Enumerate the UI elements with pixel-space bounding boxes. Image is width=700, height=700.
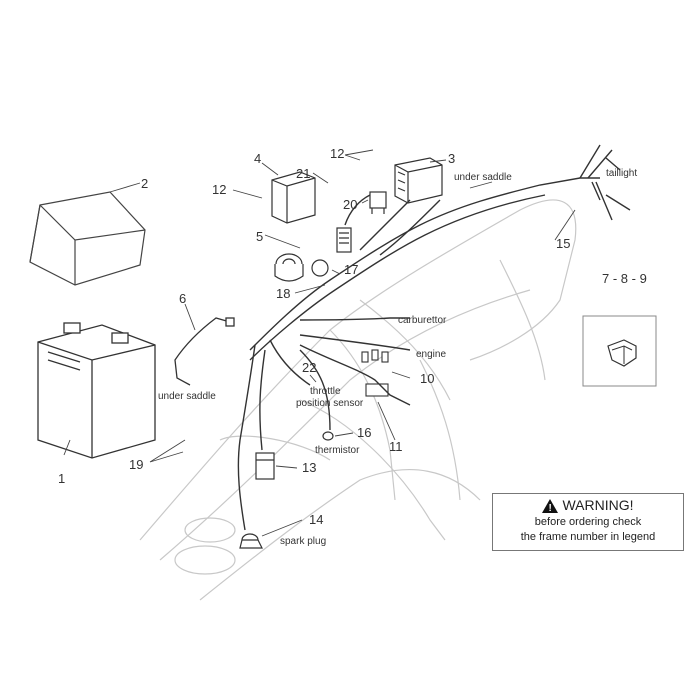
callout-11: 11 — [389, 439, 403, 454]
label-under-saddle-top: under saddle — [454, 172, 512, 183]
battery-cover — [29, 191, 146, 286]
callout-13: 13 — [302, 460, 316, 475]
label-carburettor: carburettor — [398, 315, 447, 326]
callout-1: 1 — [58, 471, 65, 486]
callout-3: 3 — [448, 151, 455, 166]
callout-17: 17 — [344, 262, 358, 277]
main-connector — [336, 227, 352, 253]
callout-12-top: 12 — [330, 146, 344, 161]
warning-title: WARNING! — [493, 497, 683, 516]
callout-numbers: 1 2 3 4 5 6 7 - 8 - 9 10 11 12 12 13 14 … — [58, 146, 647, 527]
callout-4: 4 — [254, 151, 261, 166]
callout-18: 18 — [276, 286, 290, 301]
callout-6: 6 — [179, 291, 186, 306]
label-taillight: taillight — [606, 168, 637, 179]
label-throttle: throttle — [310, 386, 341, 397]
spark-plug-cap — [239, 533, 263, 549]
callout-10: 10 — [420, 371, 434, 386]
callout-20: 20 — [343, 197, 357, 212]
label-spark-plug: spark plug — [280, 536, 326, 547]
callout-14: 14 — [309, 512, 323, 527]
thermistor — [322, 431, 334, 441]
ignition-coil — [255, 452, 275, 480]
ignition-switch — [274, 253, 329, 282]
warning-line-2: the frame number in legend — [520, 531, 656, 543]
callout-19: 19 — [129, 457, 143, 472]
label-engine: engine — [416, 349, 446, 360]
callout-21: 21 — [296, 166, 310, 181]
callout-2: 2 — [141, 176, 148, 191]
control-unit — [271, 171, 316, 224]
voltage-regulator — [394, 157, 443, 204]
frame-outline — [139, 199, 577, 601]
sensor-cable — [174, 317, 235, 386]
main-wiring-harness — [237, 144, 631, 531]
callout-15: 15 — [556, 236, 570, 251]
callout-12-left: 12 — [212, 182, 226, 197]
callout-16: 16 — [357, 425, 371, 440]
callout-22: 22 — [302, 360, 316, 375]
battery — [37, 322, 156, 459]
fuse-box — [582, 315, 657, 387]
callout-5: 5 — [256, 229, 263, 244]
relay — [369, 191, 387, 214]
leader-lines — [63, 149, 576, 537]
label-thermistor: thermistor — [315, 445, 360, 456]
warning-triangle-icon — [542, 498, 559, 516]
label-under-saddle-left: under saddle — [158, 391, 216, 402]
label-position-sensor: position sensor — [296, 398, 364, 409]
warning-notice: WARNING! before ordering check the frame… — [492, 493, 684, 551]
text-annotations: under saddle under saddle taillight carb… — [158, 168, 637, 547]
callout-7-8-9: 7 - 8 - 9 — [602, 271, 647, 286]
warning-line-1: before ordering check — [534, 516, 642, 528]
warning-title-text: WARNING! — [562, 497, 634, 513]
